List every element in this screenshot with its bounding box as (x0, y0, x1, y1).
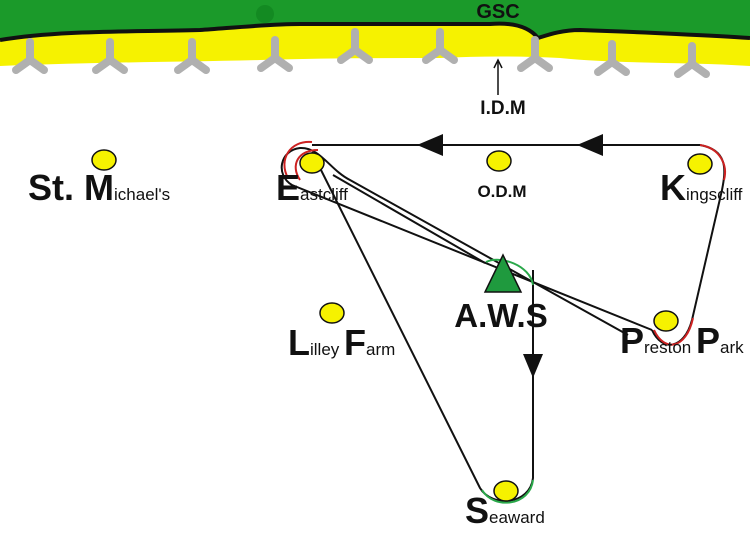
label-st-michaels: St. Michael's (28, 167, 170, 208)
marker-preston-park (653, 310, 679, 332)
groyne-icon (12, 38, 48, 74)
label-seaward: Seaward (465, 490, 545, 531)
tree-icon (256, 5, 274, 23)
green-curve-aws (485, 258, 534, 286)
groyne-icon (337, 28, 373, 64)
lilley-cap: L (288, 322, 310, 363)
location-markers (91, 149, 713, 502)
arrow-left-icon (577, 134, 603, 156)
red-curve-preston (653, 317, 694, 346)
green-curve-seaward (481, 479, 534, 504)
groyne-icon (674, 42, 710, 78)
beach-sand (0, 23, 750, 66)
idm-label: I.D.M (480, 98, 525, 119)
marker-st-michaels (91, 149, 117, 171)
marker-odm (486, 150, 512, 172)
arrow-down-icon (523, 354, 543, 378)
red-curve-eastcliff (283, 140, 313, 179)
marker-lilley-farm (319, 302, 345, 324)
coastline-edge (0, 21, 750, 42)
park-rest: ark (720, 338, 744, 357)
lilley-rest: illey (310, 340, 344, 359)
green-route-segments (481, 258, 534, 504)
label-lilley-farm: Lilley Farm (288, 322, 395, 363)
route-preston-eastcliff (280, 146, 653, 336)
farm-rest: arm (366, 340, 395, 359)
st-michaels-cap: St. (28, 167, 84, 208)
arrow-left-icon (417, 134, 443, 156)
label-eastcliff: Eastcliff (276, 167, 348, 208)
park-cap: P (696, 320, 720, 361)
groyne-row (12, 28, 710, 78)
aws-label: A.W.S (454, 297, 548, 334)
marker-kingscliff (687, 153, 713, 175)
red-route-segments (283, 140, 726, 346)
gsc-label: GSC (476, 1, 519, 23)
preston-rest: reston (644, 338, 696, 357)
groyne-icon (594, 40, 630, 76)
groyne-icon (422, 28, 458, 64)
seaward-cap: S (465, 490, 489, 531)
farm-cap: F (344, 322, 366, 363)
eastcliff-cap: E (276, 167, 300, 208)
odm-label: O.D.M (477, 182, 526, 201)
seaward-rest: eaward (489, 508, 545, 527)
st-michaels-cap-m: M (84, 167, 114, 208)
preston-cap: P (620, 320, 644, 361)
kingscliff-cap: K (660, 167, 686, 208)
idm-arrowhead-icon (493, 58, 503, 69)
red-curve-eastcliff-inner (294, 149, 319, 181)
groyne-icon (257, 36, 293, 72)
groyne-icon (517, 36, 553, 72)
route-eastcliff-aws (332, 174, 486, 264)
groyne-icon (174, 38, 210, 74)
marker-eastcliff (299, 152, 325, 174)
st-michaels-rest: ichael's (114, 185, 170, 204)
eastcliff-rest: astcliff (300, 185, 348, 204)
label-preston-park: Preston Park (620, 320, 744, 361)
red-curve-kingscliff (699, 144, 726, 181)
marker-seaward (493, 480, 519, 502)
aws-station-icon (483, 253, 523, 293)
label-kingscliff: Kingscliff (660, 167, 743, 208)
kingscliff-rest: ingscliff (686, 185, 743, 204)
groyne-icon (92, 38, 128, 74)
